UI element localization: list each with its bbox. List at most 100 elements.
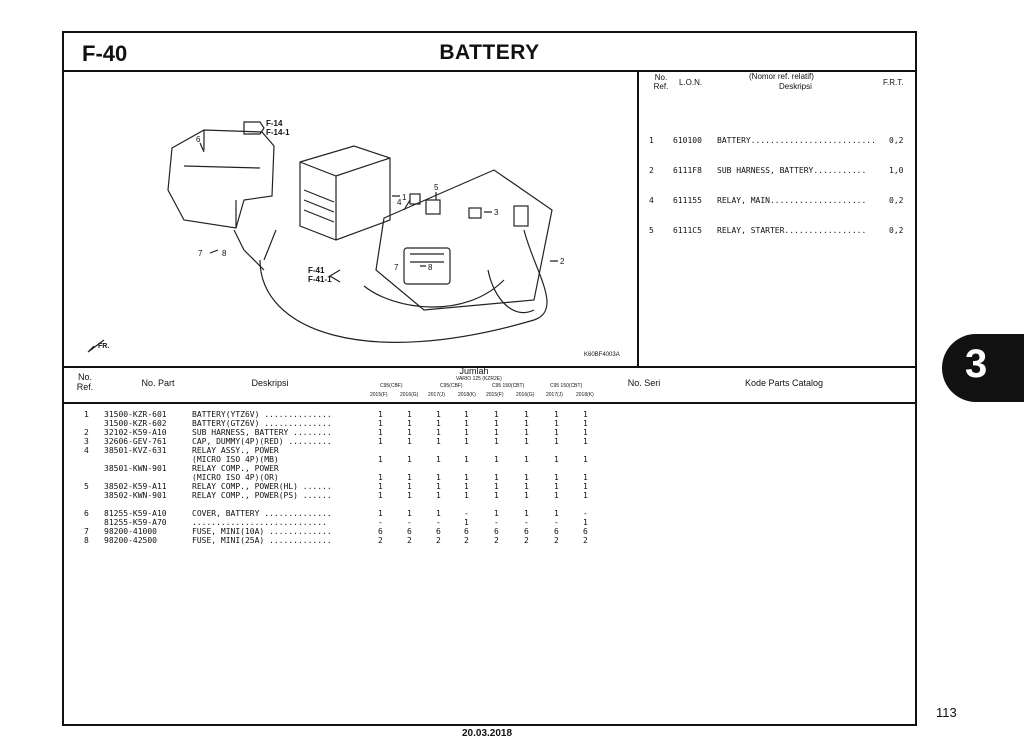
qty: 1 (464, 491, 469, 500)
qty: - (378, 518, 383, 527)
qty: 1 (407, 473, 412, 482)
qty: 1 (436, 428, 441, 437)
exploded-diagram: F-14 F-14-1 F-41 F-41-1 1 2 3 4 5 6 7 7 … (64, 70, 639, 366)
qty: 6 (583, 527, 588, 536)
ref-no: 3 (84, 437, 89, 446)
qty: - (524, 518, 529, 527)
qty: 2 (407, 536, 412, 545)
hdr-no-seri: No. Seri (627, 378, 661, 388)
qty: 1 (494, 437, 499, 446)
qty: 1 (494, 410, 499, 419)
page-number: 113 (936, 705, 957, 720)
qty: 1 (378, 410, 383, 419)
part-desc: RELAY ASSY., POWER (192, 446, 279, 455)
qty: 1 (436, 419, 441, 428)
callout: 2 (560, 257, 565, 266)
qty: 1 (524, 410, 529, 419)
qty: 1 (464, 419, 469, 428)
qty: 1 (464, 455, 469, 464)
callout: 3 (494, 208, 499, 217)
part-number: 81255-K59-A70 (104, 518, 167, 527)
callout: 4 (397, 198, 402, 207)
col-lon: L.O.N. (679, 78, 703, 87)
callout: 1 (402, 193, 407, 202)
qty: 1 (407, 482, 412, 491)
qty: 1 (524, 509, 529, 518)
qty: 1 (378, 428, 383, 437)
callout: 7 (394, 263, 399, 272)
qty: 1 (464, 410, 469, 419)
qty: 1 (378, 509, 383, 518)
qty: 1 (583, 428, 588, 437)
qty: 1 (494, 491, 499, 500)
qty: 1 (583, 410, 588, 419)
hdr-kode: Kode Parts Catalog (744, 378, 824, 388)
part-number: 38502-K59-A11 (104, 482, 167, 491)
qty: 2 (464, 536, 469, 545)
qty: - (554, 518, 559, 527)
qty: 6 (494, 527, 499, 536)
qty: 6 (554, 527, 559, 536)
hdr-year: 2018(K) (576, 392, 594, 398)
col-no-ref: No. Ref. (653, 73, 669, 91)
divider (64, 366, 915, 368)
print-date: 20.03.2018 (462, 728, 513, 739)
part-number: 98200-41000 (104, 527, 157, 536)
part-desc: CAP, DUMMY(4P)(RED) ......... (192, 437, 332, 446)
qty: 1 (378, 491, 383, 500)
qty: 1 (524, 491, 529, 500)
hdr-year: 2016(G) (516, 392, 535, 398)
relay-block-shape (403, 247, 451, 285)
qty: 1 (407, 509, 412, 518)
part-desc: RELAY COMP., POWER (192, 464, 279, 473)
callout: 8 (222, 249, 227, 258)
qty: 1 (554, 428, 559, 437)
ref-no: 5 (84, 482, 89, 491)
part-desc: BATTERY(GTZ6V) .............. (192, 419, 332, 428)
callout: 6 (196, 135, 201, 144)
qty: 1 (583, 419, 588, 428)
qty: 1 (436, 473, 441, 482)
page-header: F-40 BATTERY (64, 33, 915, 72)
hdr-year: 2015(F) (370, 392, 388, 398)
part-desc: BATTERY(YTZ6V) .............. (192, 410, 332, 419)
qty: 1 (407, 437, 412, 446)
qty: 1 (494, 482, 499, 491)
qty: 1 (524, 437, 529, 446)
part-number: 32102-K59-A10 (104, 428, 167, 437)
qty: 1 (554, 410, 559, 419)
hdr-model: C95(CBF) (440, 383, 463, 389)
ref-no: 7 (84, 527, 89, 536)
qty: 1 (524, 419, 529, 428)
callout: 5 (434, 183, 439, 192)
qty: - (583, 509, 588, 518)
ref-no: 8 (84, 536, 89, 545)
qty: 6 (464, 527, 469, 536)
qty: 1 (583, 455, 588, 464)
qty: 1 (554, 509, 559, 518)
qty: 1 (436, 509, 441, 518)
qty: 2 (554, 536, 559, 545)
ref-label: F-14-1 (266, 128, 290, 137)
labor-time-table: No. Ref. L.O.N. (Nomor ref. relatif) Des… (639, 70, 917, 366)
part-number: 31500-KZR-601 (104, 410, 167, 419)
qty: 1 (554, 419, 559, 428)
ref-no: 6 (84, 509, 89, 518)
qty: 1 (407, 410, 412, 419)
qty: 1 (378, 455, 383, 464)
qty: - (494, 518, 499, 527)
ref-no: 4 (84, 446, 89, 455)
hdr-year: 2015(F) (486, 392, 504, 398)
qty: 1 (407, 428, 412, 437)
qty: - (464, 509, 469, 518)
qty: 1 (436, 482, 441, 491)
part-number: 38502-KWN-901 (104, 491, 167, 500)
qty: 1 (436, 455, 441, 464)
qty: 1 (436, 437, 441, 446)
part-desc: (MICRO ISO 4P)(MB) (192, 455, 279, 464)
qty: 2 (378, 536, 383, 545)
ref-label: F-14 (266, 119, 283, 128)
qty: 2 (524, 536, 529, 545)
